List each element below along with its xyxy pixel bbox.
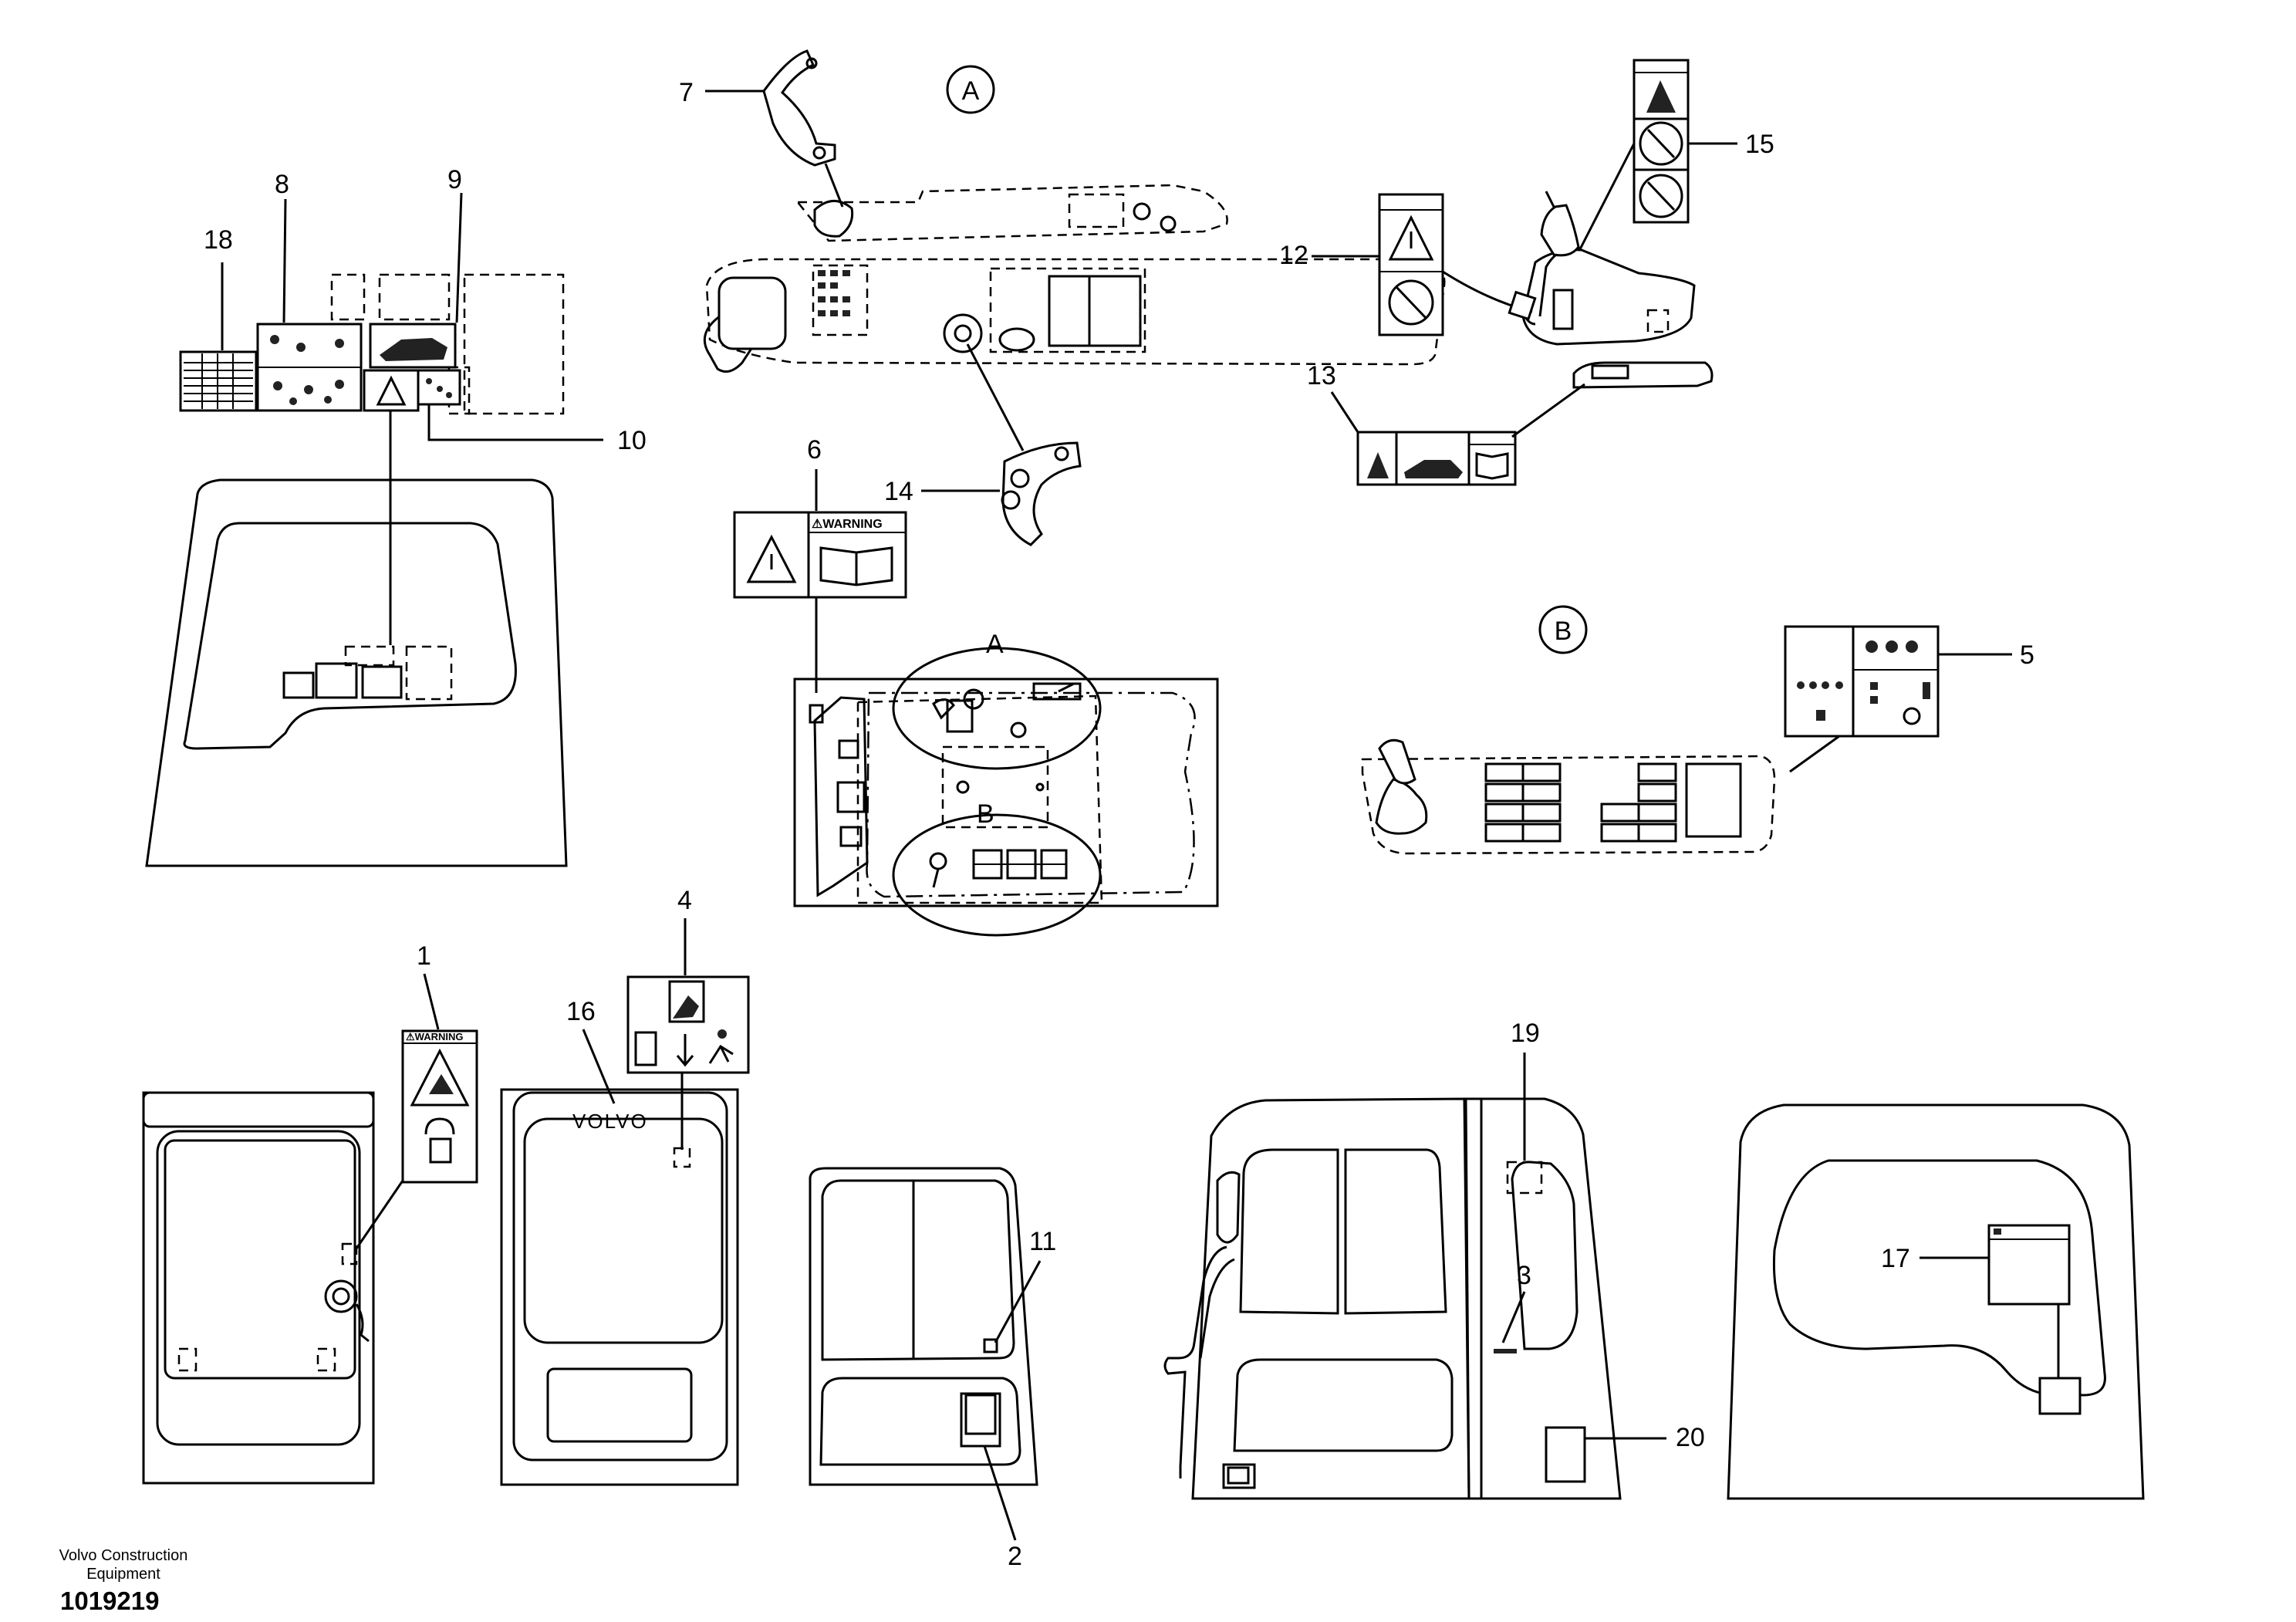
footer-doc-number: 1019219 <box>60 1587 160 1615</box>
decal-1: ⚠WARNING <box>355 1029 478 1249</box>
door-decal-1 <box>142 1091 375 1485</box>
decal-6: ⚠WARNING <box>733 511 907 693</box>
svg-text:A: A <box>962 76 980 106</box>
svg-text:VOLVO: VOLVO <box>572 1110 648 1133</box>
footer-company-line2: Equipment <box>86 1566 160 1583</box>
callout-20: 20 <box>1676 1423 1705 1452</box>
callout-16: 16 <box>566 997 596 1026</box>
armrest <box>1572 361 1714 389</box>
callout-9: 9 <box>447 165 462 194</box>
callout-13: 13 <box>1307 361 1336 390</box>
callout-1: 1 <box>417 941 431 971</box>
svg-text:B: B <box>1555 617 1572 646</box>
footer-company-line1: Volvo Construction <box>59 1547 188 1564</box>
callout-17: 17 <box>1881 1244 1910 1273</box>
door-decal-16: VOLVO <box>500 1088 739 1486</box>
decal-5 <box>1784 625 2012 773</box>
callout-19: 19 <box>1511 1019 1540 1048</box>
cab-rear-view <box>1727 1103 2145 1500</box>
callout-7: 7 <box>679 78 694 107</box>
callout-8: 8 <box>275 170 289 199</box>
view-a-marker: A <box>946 65 995 114</box>
callout-14: 14 <box>884 477 913 506</box>
left-console-view-b <box>1361 738 1776 855</box>
svg-text:⚠WARNING: ⚠WARNING <box>812 518 883 531</box>
decal-13 <box>1356 383 1585 486</box>
decal-group-rear <box>179 192 603 645</box>
callout-18: 18 <box>204 225 233 255</box>
view-a-label: A <box>986 630 1004 659</box>
right-console-view-a <box>703 184 1446 373</box>
callout-5: 5 <box>2020 640 2034 670</box>
decal-12 <box>1378 193 1537 336</box>
callout-3: 3 <box>1517 1261 1531 1290</box>
callout-6: 6 <box>807 435 822 465</box>
cab-floor-plan <box>793 647 1219 937</box>
callout-10: 10 <box>617 426 647 455</box>
callout-11: 11 <box>1029 1227 1056 1256</box>
callout-15: 15 <box>1745 130 1774 159</box>
decal-4 <box>626 975 750 1150</box>
cab-side-panel <box>809 1167 1038 1486</box>
cab-side-view <box>1163 1097 1622 1500</box>
svg-text:⚠WARNING: ⚠WARNING <box>406 1031 463 1042</box>
decal-15 <box>1562 59 1737 283</box>
footer-company: Volvo Construction Equipment <box>23 1546 224 1583</box>
joystick <box>1521 191 1696 346</box>
callout-12: 12 <box>1279 241 1308 270</box>
callout-4: 4 <box>677 886 692 915</box>
view-b-marker: B <box>1538 605 1588 654</box>
decal-14 <box>966 343 1082 546</box>
decal-7 <box>762 49 844 208</box>
callout-2: 2 <box>1008 1542 1022 1571</box>
cab-rear-panel <box>145 478 568 867</box>
view-b-label: B <box>977 799 994 829</box>
